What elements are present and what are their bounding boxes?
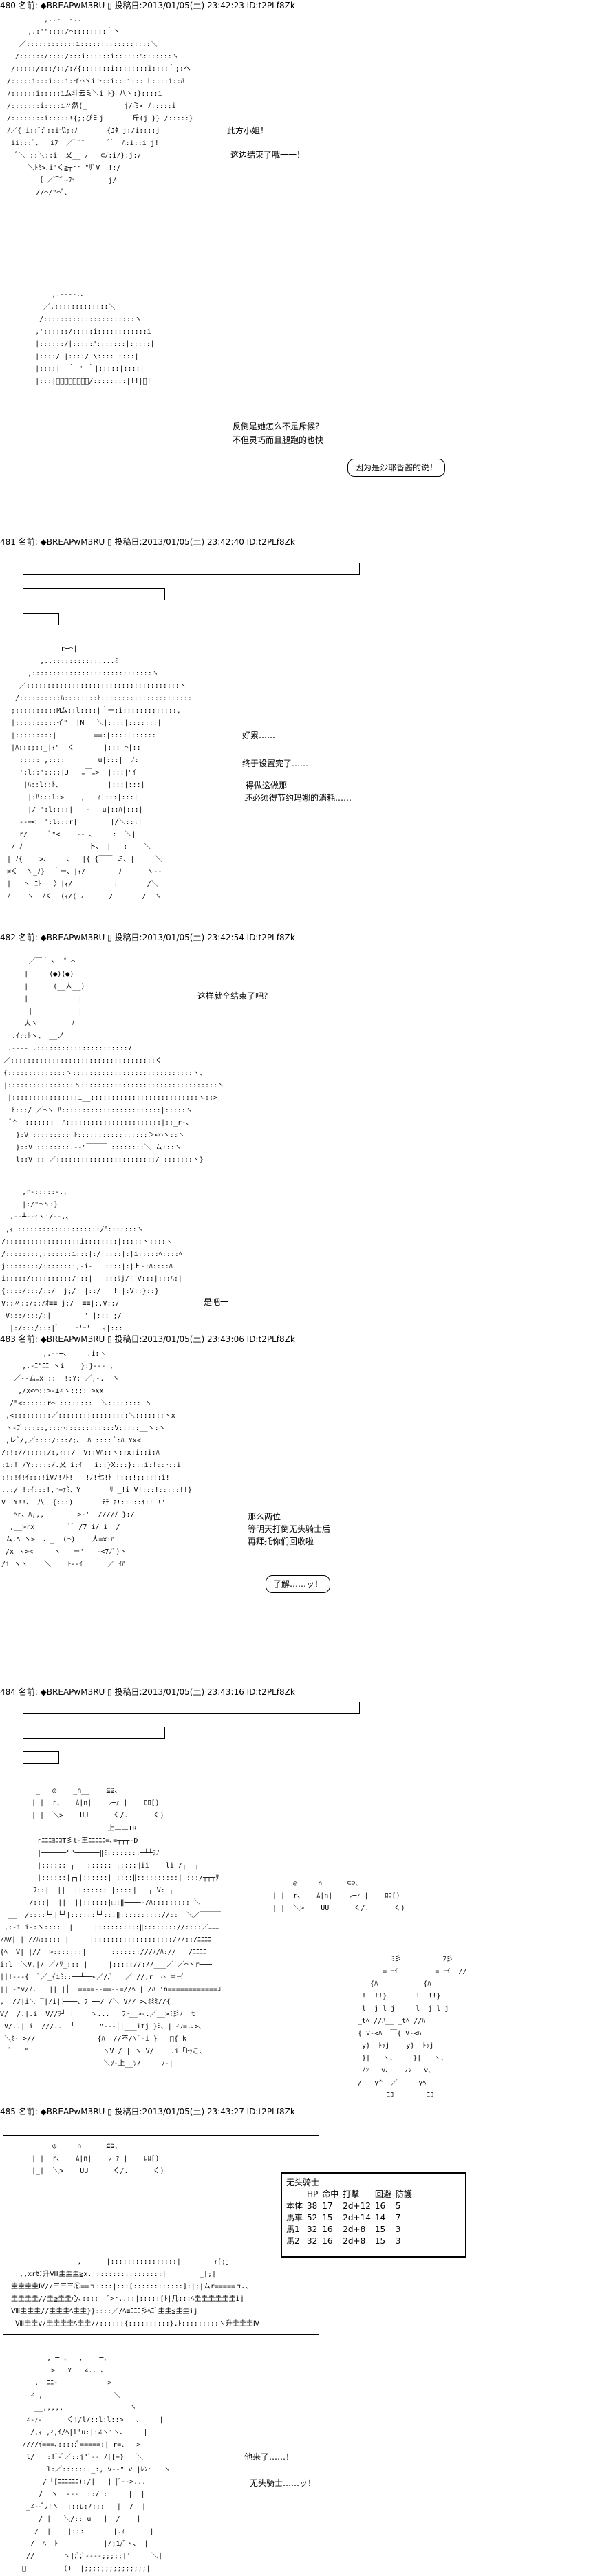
cell: 15 — [322, 2213, 333, 2222]
cell: 14 — [374, 2213, 386, 2222]
post-header-484: 484 名前: ◆BREAPwM3RU ▯ 投稿日:2013/01/05(土) … — [0, 1687, 295, 1697]
dialogue-line: 终于设置完了…… — [242, 759, 309, 768]
cell: 15 — [374, 2236, 386, 2246]
cell: 52 — [307, 2213, 318, 2222]
ascii-art-sayaka: ,.-‐‐-.、 ／.:::::::::::::＼ /:::::::::::::… — [35, 291, 155, 385]
dialogue-line: 这边结束了哦一一！ — [230, 150, 305, 160]
cell: 3 — [395, 2236, 401, 2246]
empty-box — [23, 613, 59, 625]
column-header: 防護 — [395, 2189, 412, 2199]
ascii-art-konata: _,..-──-.._ ,.:'"::::/⌒::::::::｀丶 ／:::::… — [7, 16, 193, 197]
ascii-art-charlotte: ／￣｀ヽ ゜⌒ | (●)(●) | (__人__) | | | | 人ヽ ﾉ … — [3, 958, 225, 1164]
column-header: HP — [307, 2189, 319, 2199]
column-header — [286, 2189, 307, 2200]
post-header-481: 481 名前: ◆BREAPwM3RU ▯ 投稿日:2013/01/05(土) … — [0, 537, 295, 547]
ascii-art-horses: ﾐ彡 ﾌ彡 = ｰｲ = ｰｲ // {ﾊ {ﾊ ! !!} ! !!} l j… — [358, 1956, 467, 2099]
cell: 15 — [374, 2225, 386, 2234]
ascii-art-homura: ,r‐:::::‐.、 |:/"⌒ヽ:} .-‐┴‐-ｨヽj/‐-.、 ,ｨ :… — [1, 1189, 182, 1332]
dialogue-line: 那么两位 — [248, 1512, 281, 1522]
dialogue-line: 是吧一 — [204, 1297, 229, 1307]
post-header-482: 482 名前: ◆BREAPwM3RU ▯ 投稿日:2013/01/05(土) … — [0, 933, 295, 942]
dialogue-line: 等明天打倒无头骑士后 — [248, 1524, 331, 1534]
ascii-art-carriage: ___上ﾆﾆﾆﾆTR rﾆﾆﾆﾖﾆｺT彡t‐王ﾆﾆﾆﾆﾆ=､=┬┬┬-D |──… — [0, 1825, 222, 2068]
cell: 3 — [395, 2225, 401, 2234]
dialogue-line: 好累…… — [242, 730, 276, 740]
empty-box — [23, 1751, 59, 1764]
cell: 2d+14 — [343, 2213, 371, 2222]
post-header-480: 480 名前: ◆BREAPwM3RU ▯ 投稿日:2013/01/05(土) … — [0, 1, 295, 10]
ascii-art-castle: , |::::::::::::::::| ｨ[;j ,,xrｾﾁ升Ⅷ圭圭圭≧x.… — [11, 2258, 260, 2328]
dialogue-line: 反倒是她怎么不是斥候？ — [233, 422, 324, 431]
cell: 32 — [307, 2225, 318, 2234]
dialogue-line: 无头骑士……ッ！ — [250, 2478, 316, 2488]
column-header: 命中 — [322, 2189, 339, 2199]
table-row: 馬2 32 16 2d+8 15 3 — [286, 2236, 416, 2247]
sound-effect-art: _ ◎ _n__ ⊆⊇、 | | r、 ﾑ|n| ﾚ─ｧ | ﾛﾛ[) |_| … — [32, 1787, 164, 1819]
table-row: 馬1 32 16 2d+8 15 3 — [286, 2224, 416, 2236]
cell: 32 — [307, 2236, 318, 2246]
post-header-483: 483 名前: ◆BREAPwM3RU ▯ 投稿日:2013/01/05(土) … — [0, 1334, 295, 1344]
speech-bubble: 了解……ッ！ — [266, 1575, 331, 1593]
cell: 16 — [322, 2236, 333, 2246]
sound-effect-art: _ ◎ _n__ ⊆⊇、 | | r、 ﾑ|n| ﾚ─ｧ | ﾛﾛ[) |_| … — [32, 2143, 164, 2175]
empty-box — [23, 1727, 165, 1739]
column-header: 打撃 — [343, 2189, 360, 2199]
empty-box — [23, 563, 360, 575]
ascii-art-kyoko: ,.-‐─、 .i:ヽ ,.-ﾆ"ﾆﾆ ヽi __}:}‐-- 、 ／-‐ムﾆx… — [1, 1350, 192, 1568]
ascii-art-dullahan: , ─ 、 , ─、 ──> Y ∠.. 、 , ﾆﾆ- > ∠ , ＼ __,… — [18, 2355, 171, 2573]
speech-bubble: 因为是沙耶香酱的说！ — [347, 459, 446, 477]
post-header-485: 485 名前: ◆BREAPwM3RU ▯ 投稿日:2013/01/05(土) … — [0, 2107, 295, 2117]
dialogue-line: 这样就全结束了吧？ — [197, 991, 272, 1001]
stat-table-title: 无头骑士 — [286, 2178, 320, 2187]
cell: 馬2 — [286, 2236, 300, 2246]
dialogue-line: 他来了……！ — [244, 2452, 294, 2462]
cell: 17 — [322, 2201, 333, 2211]
dialogue-line: 再拜托你们回收啦一 — [248, 1537, 323, 1546]
empty-box — [23, 588, 165, 600]
table-header-row: HP 命中 打撃 回避 防護 — [286, 2189, 416, 2200]
cell: 2d+12 — [343, 2201, 371, 2211]
panel-frame — [3, 2135, 319, 2335]
cell: 16 — [374, 2201, 386, 2211]
cell: 本体 — [286, 2201, 303, 2211]
dialogue-line: 此方小姐！ — [227, 126, 269, 136]
cell: 16 — [322, 2225, 333, 2234]
column-header: 回避 — [374, 2189, 391, 2199]
dialogue-line: 得做这做那 — [246, 781, 288, 790]
cell: 馬車 — [286, 2213, 303, 2222]
sound-effect-art: _ ◎ _n__ ⊆⊇、 | | r、 ﾑ|n| ﾚ─ｧ | ﾛﾛ[) |_| … — [272, 1880, 405, 1912]
cell: 5 — [395, 2201, 401, 2211]
dialogue-line: 不但灵巧而且腿跑的也快 — [233, 435, 324, 445]
cell: 2d+8 — [343, 2236, 366, 2246]
cell: 馬1 — [286, 2225, 300, 2234]
cell: 7 — [395, 2213, 401, 2222]
empty-box — [23, 1702, 360, 1714]
dialogue-line: 还必须得节约玛娜的消耗…… — [244, 793, 352, 803]
cell: 38 — [307, 2201, 318, 2211]
cell: 2d+8 — [343, 2225, 366, 2234]
ascii-art-mami: r─⌒| ,..:::::::::::....ﾐ ,::::::::::::::… — [7, 645, 192, 900]
